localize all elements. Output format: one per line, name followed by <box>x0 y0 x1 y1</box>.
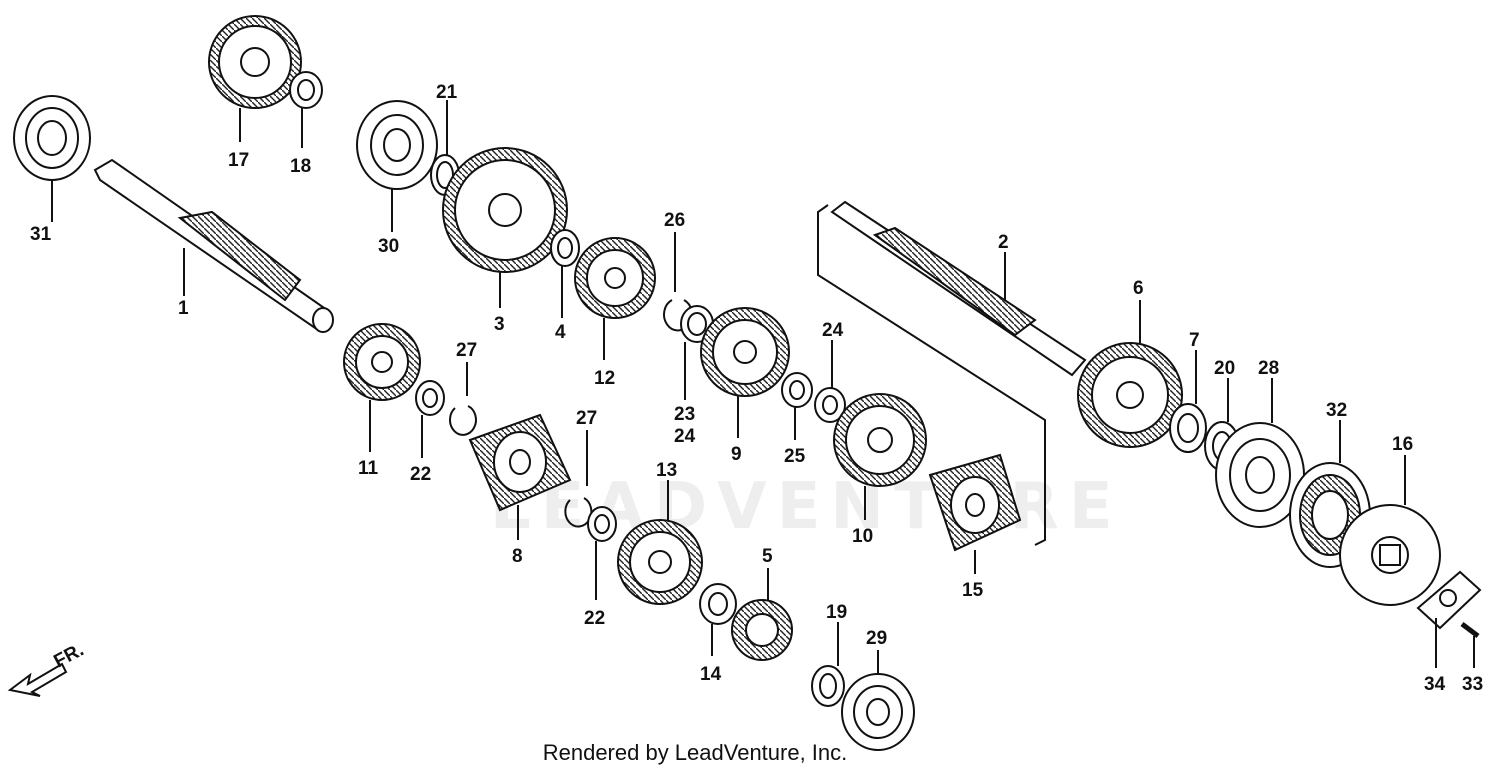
part-27-clip-lower[interactable] <box>564 430 593 528</box>
part-1-mainshaft[interactable] <box>93 158 334 333</box>
callout-18: 18 <box>290 156 311 177</box>
part-12-gear[interactable] <box>574 237 656 360</box>
callout-16: 16 <box>1392 434 1413 455</box>
part-6-gear[interactable] <box>1077 300 1183 448</box>
callout-25: 25 <box>784 446 806 467</box>
part-19-washer[interactable] <box>811 622 845 707</box>
callout-17: 17 <box>228 150 249 171</box>
part-29-bearing[interactable] <box>841 650 915 751</box>
callout-11: 11 <box>358 458 379 479</box>
callout-8: 8 <box>512 546 523 567</box>
callout-2: 2 <box>998 232 1009 253</box>
part-31-bearing[interactable] <box>13 95 91 222</box>
callout-24b: 24 <box>822 320 844 341</box>
callout-12: 12 <box>594 368 615 389</box>
part-30-bearing[interactable] <box>356 100 438 232</box>
part-33-bolt[interactable] <box>1460 622 1480 668</box>
callout-21: 21 <box>436 82 458 103</box>
callout-9: 9 <box>731 444 742 465</box>
callout-22b: 22 <box>584 608 605 629</box>
callout-29: 29 <box>866 628 887 649</box>
part-4-bushing[interactable] <box>550 229 580 318</box>
part-34-plate[interactable] <box>1416 570 1482 668</box>
callout-15: 15 <box>962 580 984 601</box>
part-22-washer-lower[interactable] <box>587 506 617 600</box>
part-27-clip-upper[interactable] <box>449 362 477 436</box>
callout-23: 23 <box>674 404 695 425</box>
callout-3: 3 <box>494 314 505 335</box>
callout-1: 1 <box>178 298 189 319</box>
part-16-sprocket[interactable] <box>1339 455 1441 606</box>
part-5-gear[interactable] <box>731 568 793 661</box>
part-14-bushing[interactable] <box>699 583 737 656</box>
callout-27b: 27 <box>576 408 597 429</box>
part-25-washer[interactable] <box>781 372 813 440</box>
part-7-washer[interactable] <box>1169 350 1207 453</box>
callout-24a: 24 <box>674 426 696 447</box>
callout-19: 19 <box>826 602 847 623</box>
part-11-gear[interactable] <box>343 323 421 452</box>
part-18-bushing[interactable] <box>289 71 323 148</box>
part-13-gear[interactable] <box>617 480 703 605</box>
part-8-gear[interactable] <box>468 413 572 540</box>
callout-30: 30 <box>378 236 399 257</box>
callout-26: 26 <box>664 210 685 231</box>
callout-6: 6 <box>1133 278 1144 299</box>
callout-28: 28 <box>1258 358 1279 379</box>
callout-33: 33 <box>1462 674 1483 695</box>
part-22-washer-upper[interactable] <box>415 380 445 458</box>
part-2-countershaft[interactable] <box>817 200 1087 546</box>
callout-5: 5 <box>762 546 773 567</box>
callout-14: 14 <box>700 664 722 685</box>
callout-13: 13 <box>656 460 677 481</box>
part-15-gear[interactable] <box>928 453 1022 574</box>
callout-22a: 22 <box>410 464 431 485</box>
part-9-gear[interactable] <box>700 307 790 438</box>
callout-7: 7 <box>1189 330 1200 351</box>
part-3-gear[interactable] <box>442 147 568 308</box>
part-10-gear[interactable] <box>833 393 927 520</box>
callout-31: 31 <box>30 224 52 245</box>
part-32-seal[interactable] <box>1289 420 1371 568</box>
callout-10: 10 <box>852 526 873 547</box>
callout-32: 32 <box>1326 400 1347 421</box>
front-direction-arrow <box>7 662 68 697</box>
callout-34: 34 <box>1424 674 1446 695</box>
callout-27a: 27 <box>456 340 477 361</box>
callout-20: 20 <box>1214 358 1235 379</box>
part-17-gear[interactable] <box>208 15 302 142</box>
callout-4: 4 <box>555 322 566 343</box>
footer-credit: Rendered by LeadVenture, Inc. <box>542 740 848 765</box>
part-24-washer[interactable] <box>814 340 846 423</box>
